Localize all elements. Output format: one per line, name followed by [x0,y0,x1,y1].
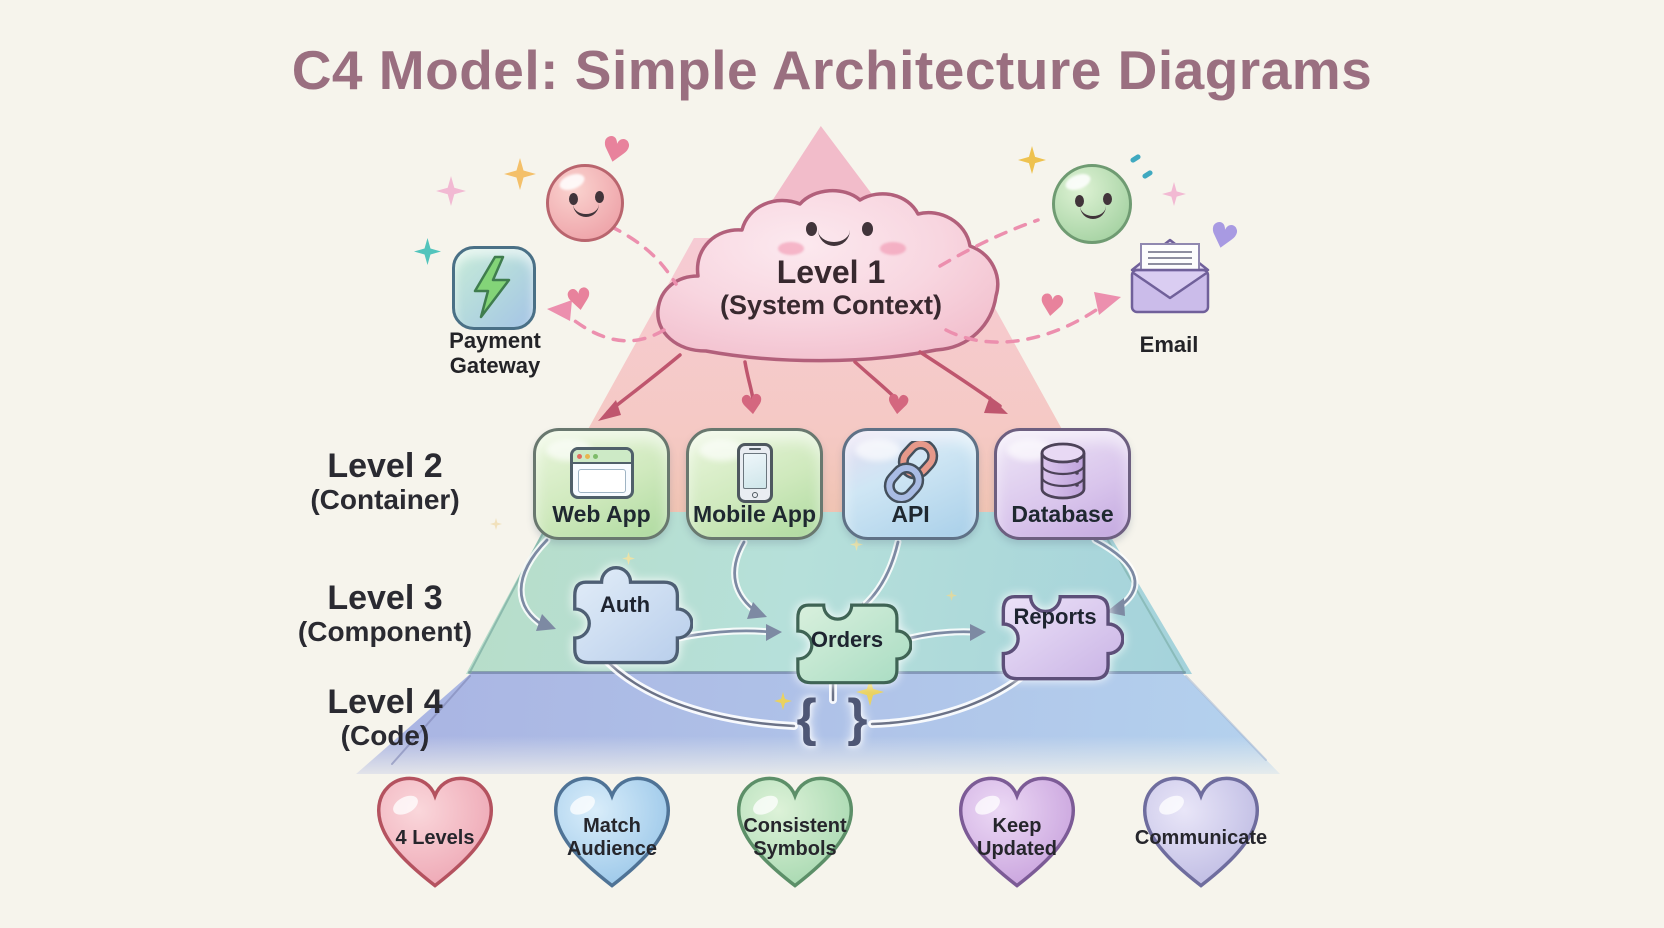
level2-label-block: Level 2 (Container) [250,448,520,515]
cloud-right-eye-icon [862,222,873,236]
container-web-app: Web App [533,428,670,540]
email-envelope-icon [1130,238,1210,314]
email-label: Email [1139,332,1199,357]
component-auth-puzzle [573,566,693,665]
payment-gateway-icon [452,246,536,330]
level4-sublabel: (Code) [340,719,430,751]
component-label: Auth [599,592,651,617]
principle-label: Consistent Symbols [743,815,847,860]
principle-heart-blue-icon [553,776,671,888]
principle-heart-pink-icon [376,776,494,888]
level3-label-block: Level 3 (Component) [250,580,520,647]
heart-icon: ♥ [563,281,596,320]
principle-label: Keep Updated [977,815,1057,860]
principle-heart-green-icon [736,776,854,888]
sparkle-icon [946,590,957,601]
payment-gateway-label: Payment Gateway [449,328,541,379]
principle-label: Match Audience [566,815,658,860]
person-smiley-pink-icon [546,164,624,242]
heart-arrowhead-icon: ♥ [884,388,912,423]
database-cylinder-icon [1040,442,1085,500]
level3-label: Level 3 [327,579,443,617]
heart-icon: ♥ [1035,287,1068,326]
level1-label: Level 1 [776,254,886,290]
page-title: C4 Model: Simple Architecture Diagrams [291,39,1373,101]
level2-label: Level 2 [327,447,443,485]
container-label: Database [1011,501,1114,527]
system-context-cloud: Level 1 (System Context) [636,186,1026,382]
level2-sublabel: (Container) [310,483,460,515]
cloud-smile-icon [818,230,850,246]
cloud-shape-icon [656,188,1000,363]
component-label: Orders [810,627,884,652]
chain-link-icon [883,441,938,503]
level1-sublabel: (System Context) [719,290,943,320]
component-label: Reports [1013,604,1097,629]
container-mobile-app: Mobile App [686,428,823,540]
principle-heart-purple-icon [958,776,1076,888]
code-braces: { } [796,689,876,747]
lightning-bolt-icon [473,255,511,319]
person-smiley-green-icon [1052,164,1132,244]
cloud-left-cheek [778,242,804,255]
container-api: API [842,428,979,540]
container-label: Web App [552,501,651,527]
component-orders-puzzle [796,603,912,685]
level4-label: Level 4 [327,683,443,721]
level4-label-block: Level 4 (Code) [250,684,520,751]
principle-label: Communicate [1134,826,1268,849]
container-database: Database [994,428,1131,540]
browser-window-icon [569,447,634,499]
cloud-left-eye-icon [806,222,817,236]
cloud-right-cheek [880,242,906,255]
level3-sublabel: (Component) [297,615,473,647]
container-label: Mobile App [692,501,817,527]
container-label: API [891,501,930,527]
component-reports-puzzle [1001,594,1124,681]
heart-arrowhead-icon: ♥ [738,388,766,423]
smartphone-icon [736,443,773,503]
principle-heart-lavender-icon [1142,776,1260,888]
principle-label: 4 Levels [395,826,475,849]
